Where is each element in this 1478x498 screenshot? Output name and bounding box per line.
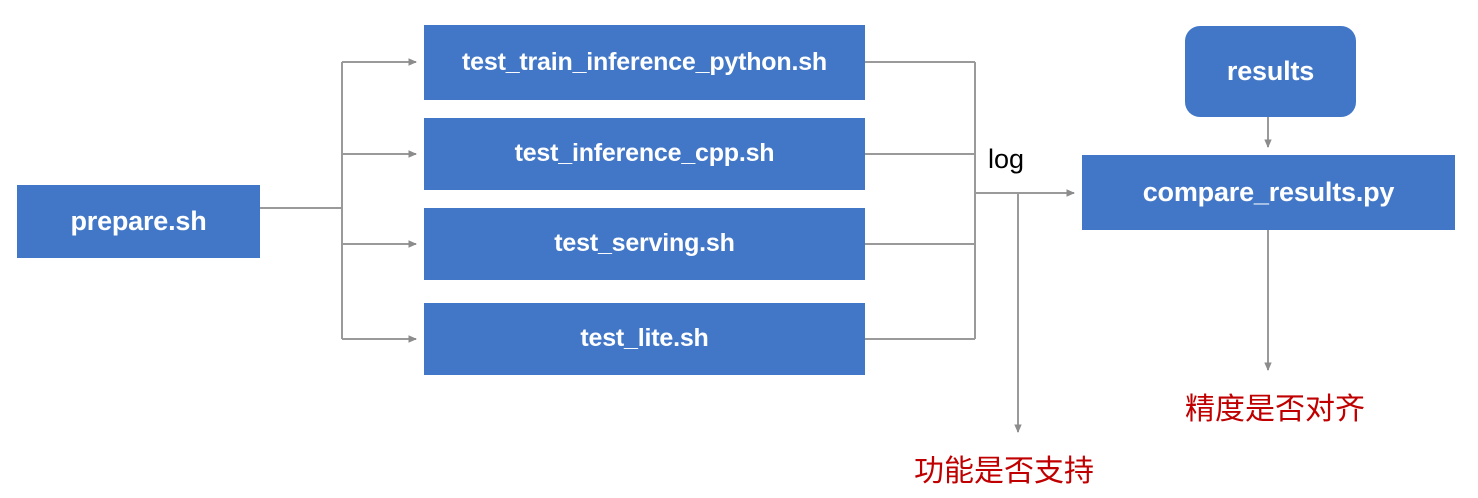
edge-label-log: log <box>988 144 1025 174</box>
node-test-inference-cpp-sh[interactable]: test_inference_cpp.sh <box>424 118 865 190</box>
node-test-train-inference-python-sh[interactable]: test_train_inference_python.sh <box>424 25 865 100</box>
note-accuracy-aligned: 精度是否对齐 <box>1185 392 1365 427</box>
node-compare-results-py[interactable]: compare_results.py <box>1082 155 1455 230</box>
node-prepare-sh[interactable]: prepare.sh <box>17 185 260 258</box>
node-test-serving-sh[interactable]: test_serving.sh <box>424 208 865 280</box>
note-feature-supported: 功能是否支持 <box>914 454 1094 489</box>
node-results[interactable]: results <box>1185 26 1356 117</box>
node-test-lite-sh[interactable]: test_lite.sh <box>424 303 865 375</box>
